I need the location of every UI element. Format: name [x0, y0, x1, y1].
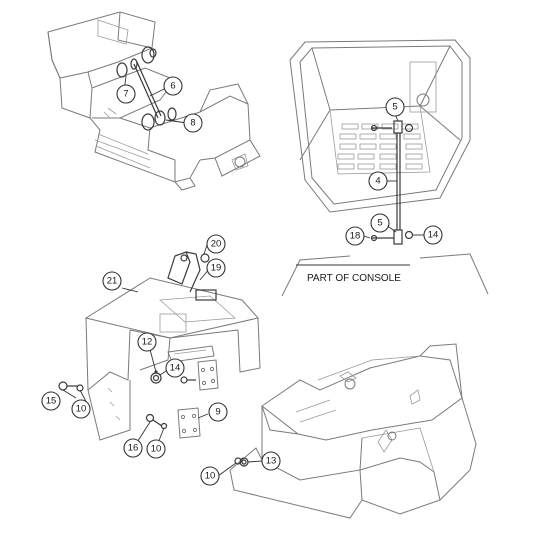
callout-10a: 10: [71, 399, 91, 419]
callout-4: 4: [368, 171, 388, 191]
callout-10b: 10: [146, 439, 166, 459]
svg-text:18: 18: [350, 231, 361, 242]
svg-text:10: 10: [151, 444, 162, 455]
svg-text:4: 4: [375, 176, 380, 187]
upper-console-assembly: [47, 11, 261, 191]
callout-21: 21: [102, 271, 122, 291]
svg-text:13: 13: [266, 456, 277, 467]
callout-20: 20: [206, 234, 226, 254]
svg-text:7: 7: [123, 89, 128, 100]
callout-9: 9: [208, 402, 228, 422]
callout-13: 13: [261, 451, 281, 471]
callout-6a: 6: [163, 76, 183, 96]
svg-text:5: 5: [392, 102, 397, 113]
svg-text:12: 12: [142, 337, 153, 348]
part-of-console-note: PART OF CONSOLE: [307, 273, 401, 284]
callout-19: 19: [206, 258, 226, 278]
svg-text:16: 16: [128, 443, 139, 454]
svg-text:14: 14: [428, 230, 439, 241]
callout-8: 8: [183, 113, 203, 133]
callout-18: 18: [345, 226, 365, 246]
callout-14b: 14: [165, 358, 185, 378]
cover-assembly: [58, 251, 261, 441]
svg-text:21: 21: [107, 276, 118, 287]
svg-text:8: 8: [190, 118, 195, 129]
callout-15: 15: [41, 391, 61, 411]
callout-5a: 5: [385, 97, 405, 117]
svg-text:19: 19: [211, 263, 222, 274]
svg-text:15: 15: [46, 396, 57, 407]
svg-text:10: 10: [205, 471, 216, 482]
console-interior-assembly: [281, 39, 489, 297]
callout-10c: 10: [200, 466, 220, 486]
callout-7: 7: [116, 84, 136, 104]
svg-text:5: 5: [377, 218, 382, 229]
callout-12: 12: [137, 332, 157, 352]
chassis-assembly: [229, 343, 477, 519]
svg-text:9: 9: [215, 407, 220, 418]
svg-text:6: 6: [170, 81, 175, 92]
callout-16: 16: [123, 438, 143, 458]
svg-text:14: 14: [170, 363, 181, 374]
svg-text:10: 10: [76, 404, 87, 415]
callout-5b: 5: [370, 213, 390, 233]
svg-text:20: 20: [211, 239, 222, 250]
callout-14a: 14: [423, 225, 443, 245]
